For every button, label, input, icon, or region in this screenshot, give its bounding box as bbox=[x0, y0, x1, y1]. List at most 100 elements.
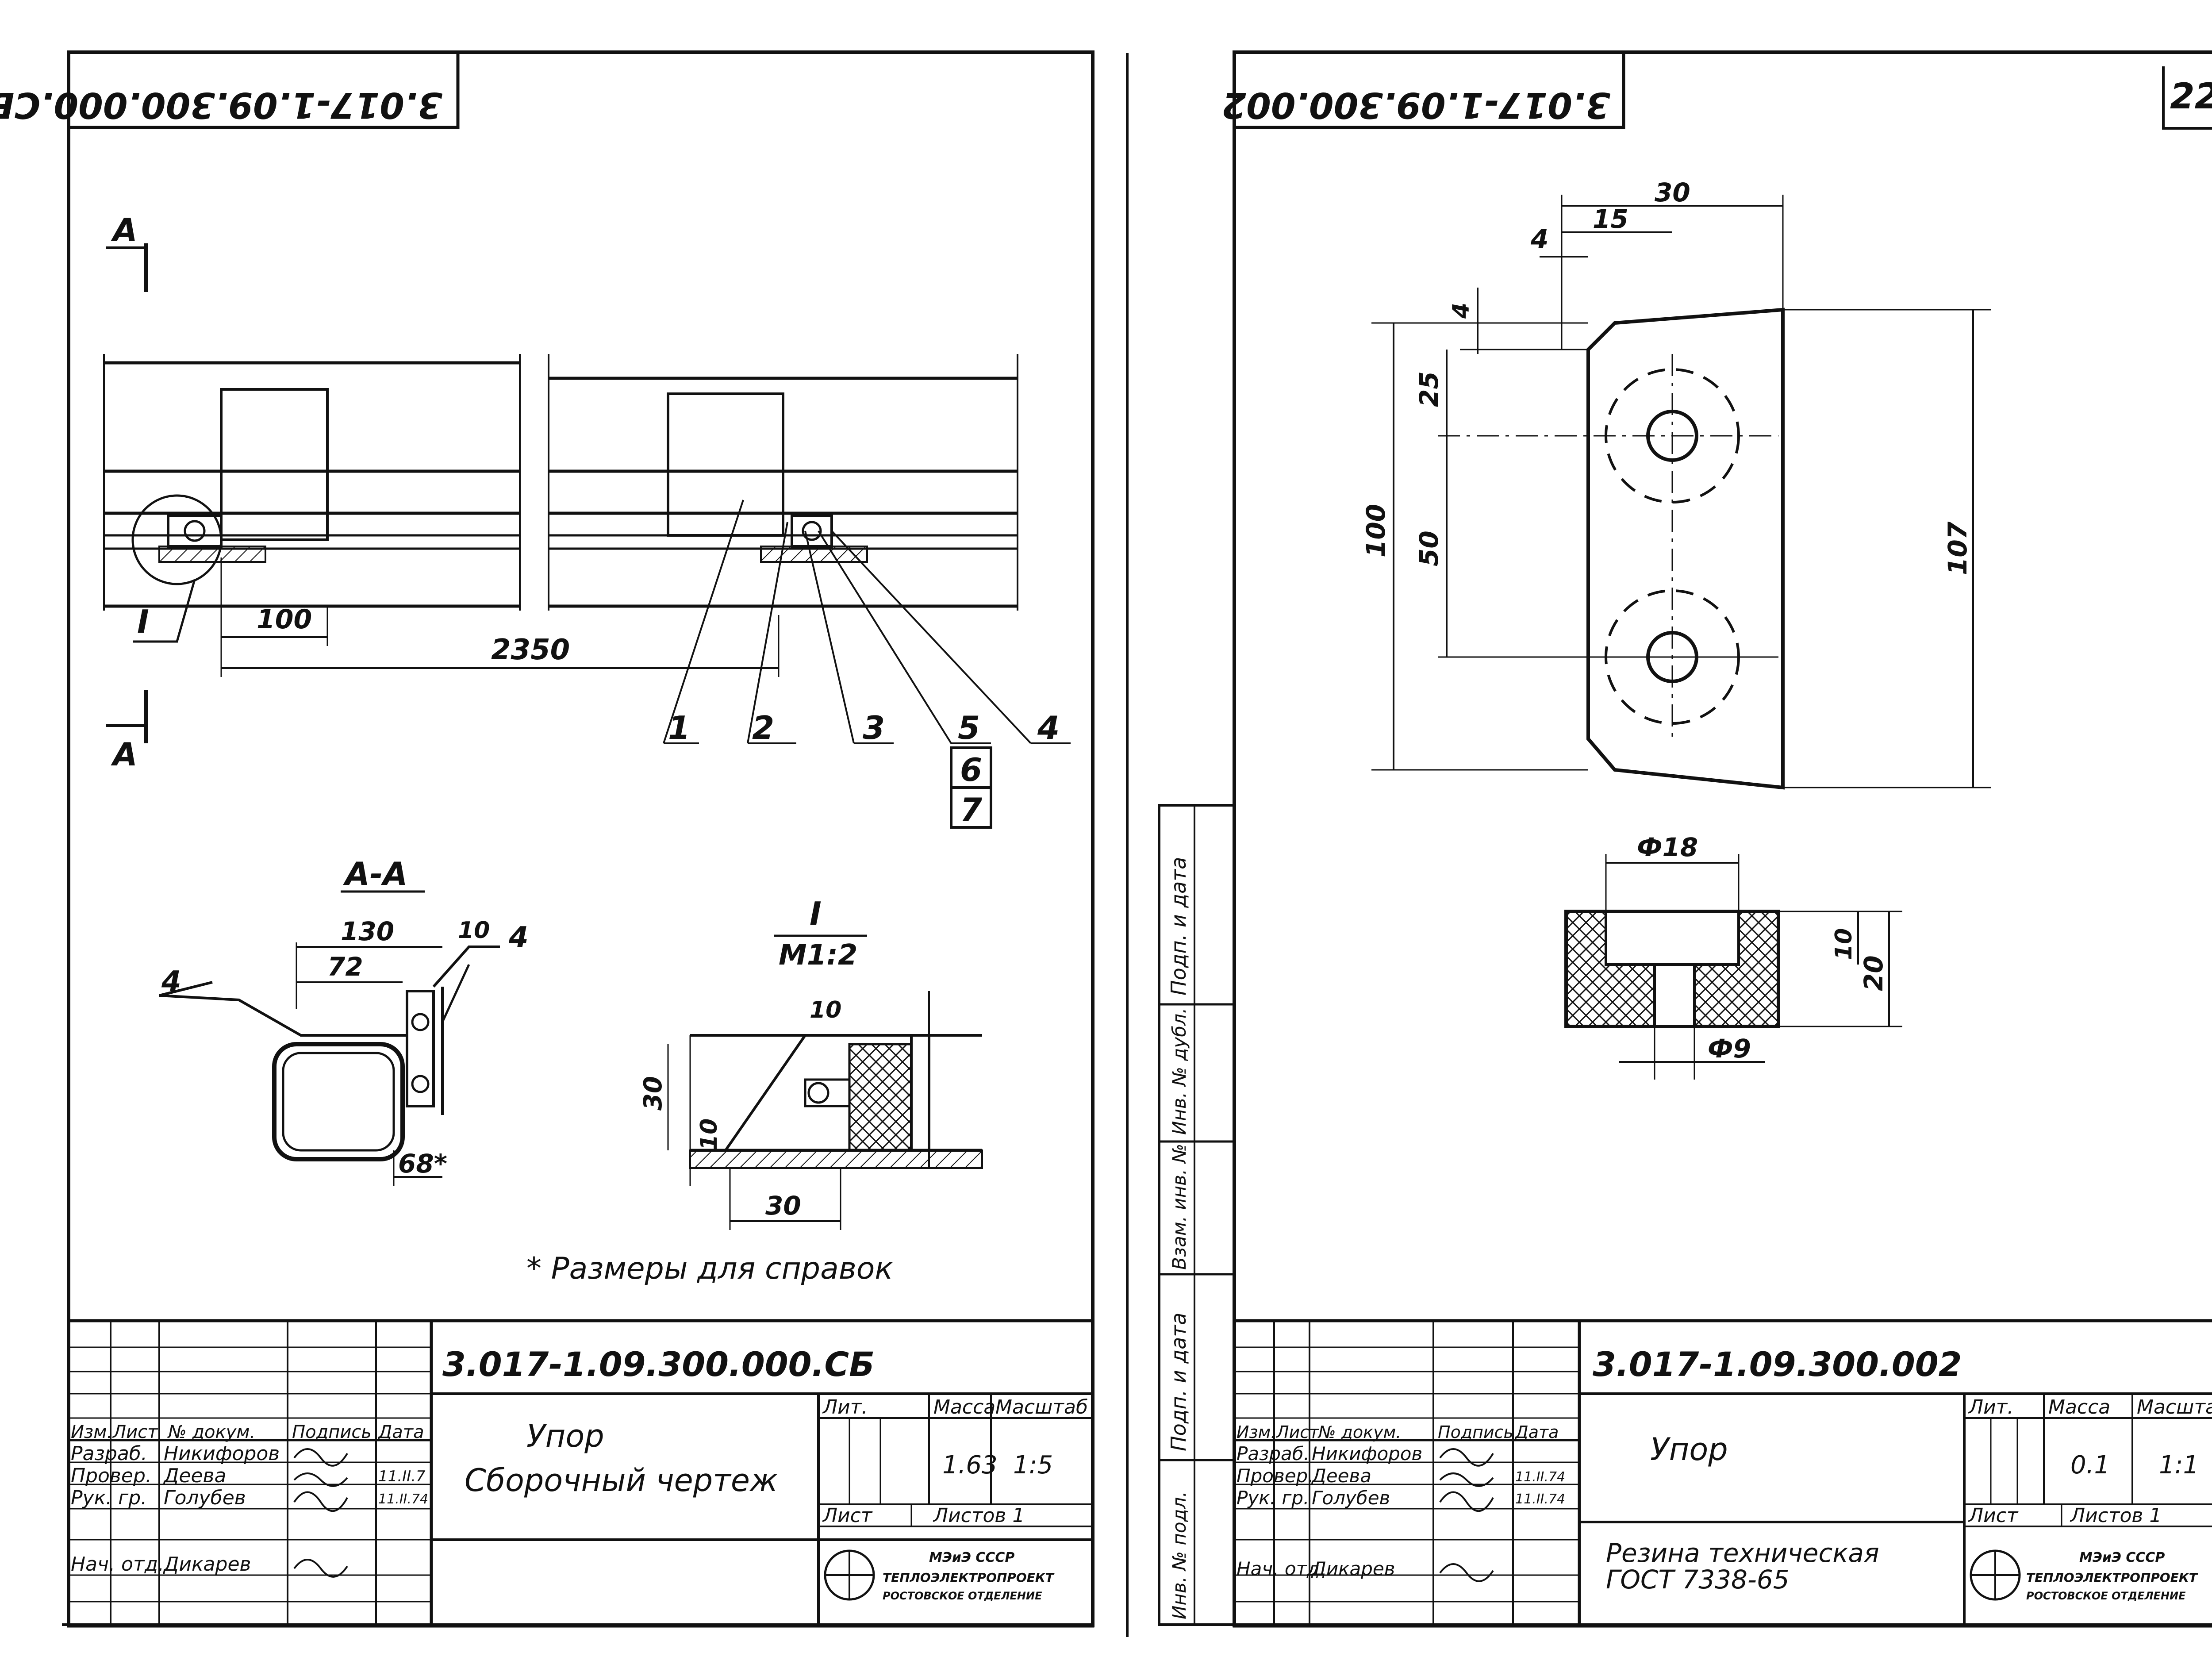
left-sheet-frame bbox=[67, 50, 1094, 1627]
side-stamp-0: Подп. и дата bbox=[1167, 857, 1190, 996]
left-tb-scale-label: Масштаб bbox=[995, 1396, 1088, 1418]
pad-plan-view: 30 15 4 100 4 25 50 107 bbox=[1361, 177, 1991, 790]
weld-4-left: 4 bbox=[161, 965, 181, 998]
right-tb-name-0: Никифоров bbox=[1312, 1443, 1422, 1464]
dim-68: 68* bbox=[398, 1149, 447, 1179]
dim-20: 20 bbox=[1859, 955, 1889, 991]
right-tb-material2: ГОСТ 7338-65 bbox=[1606, 1564, 1790, 1595]
position-4: 4 bbox=[1037, 709, 1060, 746]
left-tb-sheet: Лист bbox=[822, 1504, 873, 1527]
left-tb-name-2: Голубев bbox=[164, 1487, 246, 1509]
right-flipped-code: 3.017-1.09.300.002 bbox=[1222, 85, 1610, 126]
left-tb-name-3: Дикарев bbox=[163, 1553, 251, 1576]
left-flipped-code-box: 3.017-1.09.300.000.СБ. bbox=[0, 50, 460, 129]
side-stamp-1: Инв. № дубл. bbox=[1168, 1008, 1190, 1135]
left-tb-name-0: Никифоров bbox=[164, 1442, 280, 1465]
left-tb-date-1: 11.II.7 bbox=[378, 1468, 426, 1485]
right-tb-h1: Лист bbox=[1275, 1422, 1320, 1442]
dim-4v: 4 bbox=[1448, 303, 1475, 319]
right-tb-role-0: Разраб. bbox=[1237, 1443, 1310, 1464]
right-tb-role-2: Рук. гр. bbox=[1237, 1487, 1309, 1509]
position-2: 2 bbox=[752, 709, 774, 746]
detail-dim-30h: 30 bbox=[765, 1191, 801, 1221]
right-tb-org2: ТЕПЛОЭЛЕКТРОПРОЕКТ bbox=[2026, 1570, 2198, 1585]
left-tb-h4: Дата bbox=[377, 1422, 424, 1442]
left-tb-org2: ТЕПЛОЭЛЕКТРОПРОЕКТ bbox=[883, 1570, 1055, 1585]
left-tb-mass: 1.63 bbox=[942, 1451, 998, 1480]
right-tb-h4: Дата bbox=[1514, 1422, 1559, 1442]
right-tb-mass: 0.1 bbox=[2070, 1451, 2110, 1480]
weld-4-right: 4 bbox=[508, 921, 529, 954]
dim-4h: 4 bbox=[1530, 224, 1548, 254]
detail-dim-30v: 30 bbox=[639, 1076, 668, 1111]
left-tb-h3: Подпись bbox=[292, 1422, 372, 1442]
position-7: 7 bbox=[960, 791, 982, 828]
dim-72: 72 bbox=[327, 952, 363, 982]
left-tb-name-1: Деева bbox=[163, 1464, 226, 1487]
right-org-logo-icon bbox=[1970, 1549, 2021, 1601]
dim-10-top: 10 bbox=[458, 917, 490, 944]
section-letter-top: А bbox=[111, 211, 138, 249]
left-tb-role-2: Рук. гр. bbox=[71, 1487, 147, 1509]
right-sheet: 3.017-1.09.300.002 22 30 15 4 bbox=[1158, 50, 2212, 1628]
position-1: 1 bbox=[668, 709, 690, 746]
left-tb-scale: 1:5 bbox=[1013, 1451, 1053, 1480]
dim-15: 15 bbox=[1593, 204, 1628, 234]
left-tb-h2: № докум. bbox=[167, 1422, 255, 1442]
left-tb-h0: Изм. bbox=[71, 1422, 112, 1442]
position-5: 5 bbox=[958, 709, 980, 746]
right-tb-role-3: Нач. отд. bbox=[1237, 1558, 1325, 1580]
right-tb-name-3: Дикарев bbox=[1311, 1558, 1395, 1580]
position-6: 6 bbox=[960, 751, 982, 788]
section-mark-top: А bbox=[106, 211, 148, 292]
right-tb-sheets: Листов 1 bbox=[2070, 1504, 2162, 1527]
dim-100: 100 bbox=[1361, 504, 1391, 557]
side-stamp-4: Инв. № подл. bbox=[1168, 1491, 1190, 1619]
right-tb-scale-label: Масштаб bbox=[2137, 1396, 2212, 1418]
dim-100: 100 bbox=[257, 604, 312, 635]
right-tb-h2: № докум. bbox=[1317, 1422, 1401, 1442]
side-stamp-2: Взам. инв. № bbox=[1168, 1144, 1190, 1270]
right-tb-code: 3.017-1.09.300.002 bbox=[1593, 1345, 1962, 1384]
left-flipped-code: 3.017-1.09.300.000.СБ. bbox=[0, 85, 442, 126]
right-flipped-code-box: 3.017-1.09.300.002 bbox=[1222, 50, 1625, 129]
detail-scale: М1:2 bbox=[779, 939, 857, 972]
right-sheet-frame bbox=[1233, 50, 2212, 1627]
page-number: 22 bbox=[2170, 76, 2212, 117]
right-tb-material1: Резина техническая bbox=[1606, 1538, 1879, 1568]
right-tb-mass-label: Масса bbox=[2048, 1396, 2110, 1418]
left-title-block: 3.017-1.09.300.000.СБ Изм. Лист № докум.… bbox=[67, 1319, 1094, 1628]
left-tb-name-line2: Сборочный чертеж bbox=[465, 1462, 778, 1499]
dim-2350: 2350 bbox=[491, 634, 570, 666]
left-tb-lit: Лит. bbox=[822, 1396, 868, 1418]
beam-main-view bbox=[103, 354, 1018, 611]
side-stamp: Подп. и дата Инв. № дубл. Взам. инв. № П… bbox=[1158, 804, 1236, 1626]
left-tb-role-3: Нач. отд. bbox=[71, 1553, 164, 1576]
left-tb-sheets: Листов 1 bbox=[933, 1504, 1025, 1527]
dim-130: 130 bbox=[341, 916, 394, 946]
right-title-block: 3.017-1.09.300.002 Изм. Лист № докум. По… bbox=[1233, 1319, 2212, 1628]
detail-dim-10v: 10 bbox=[696, 1119, 722, 1150]
detail-i-title: I bbox=[810, 895, 822, 932]
dim-107: 107 bbox=[1943, 521, 1973, 575]
left-tb-mass-label: Масса bbox=[933, 1396, 995, 1418]
main-view-dims: 100 2350 I bbox=[133, 557, 780, 677]
left-tb-role-0: Разраб. bbox=[71, 1442, 147, 1465]
position-3: 3 bbox=[863, 709, 885, 746]
left-tb-org3: РОСТОВСКОЕ ОТДЕЛЕНИЕ bbox=[883, 1590, 1042, 1602]
dim-phi18: Ф18 bbox=[1637, 832, 1698, 862]
pad-section-view: Ф18 10 20 Ф9 bbox=[1564, 832, 1902, 1080]
page-number-box: 22 bbox=[2162, 66, 2212, 130]
right-tb-name-2: Голубев bbox=[1312, 1487, 1390, 1509]
dim-30: 30 bbox=[1655, 177, 1690, 208]
right-tb-h3: Подпись bbox=[1438, 1422, 1513, 1442]
left-org-logo-icon bbox=[824, 1549, 875, 1601]
position-leaders: 1 2 3 5 4 6 7 bbox=[663, 500, 1071, 829]
right-tb-date-2: 11.II.74 bbox=[1515, 1491, 1565, 1507]
right-tb-org1: МЭиЭ СССР bbox=[2079, 1550, 2165, 1565]
right-tb-org3: РОСТОВСКОЕ ОТДЕЛЕНИЕ bbox=[2026, 1590, 2186, 1602]
dim-50: 50 bbox=[1414, 530, 1444, 566]
section-a-a-title: А-А bbox=[343, 855, 407, 892]
right-tb-name-line1: Упор bbox=[1650, 1431, 1728, 1468]
detail-dim-10top: 10 bbox=[810, 997, 841, 1023]
